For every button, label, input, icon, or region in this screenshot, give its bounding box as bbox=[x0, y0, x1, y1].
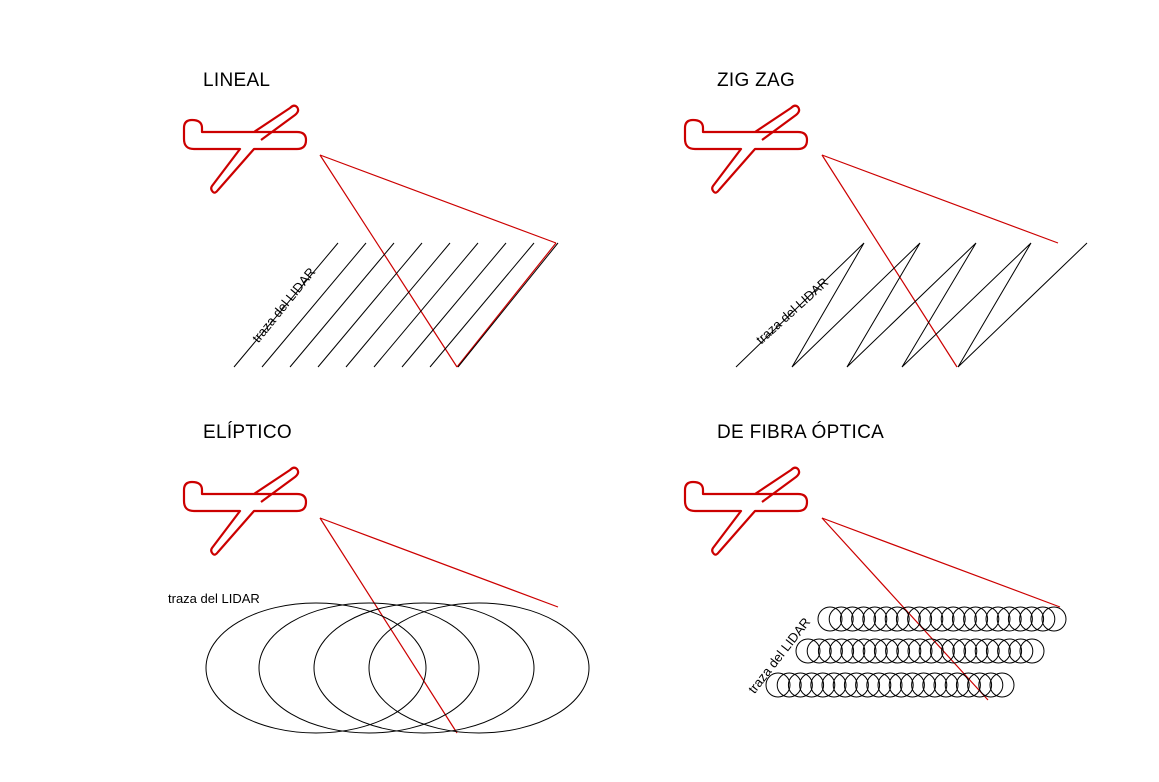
fiber-trace-circle bbox=[922, 672, 948, 698]
aircraft-icon bbox=[182, 466, 308, 556]
fiber-trace-circle bbox=[918, 638, 944, 664]
fiber-trace-circle bbox=[873, 638, 899, 664]
fiber-trace-circle bbox=[907, 638, 933, 664]
lidar-trace-ellipses bbox=[205, 602, 590, 734]
fiber-trace-circle bbox=[817, 638, 843, 664]
fiber-trace-circle bbox=[933, 672, 959, 698]
fiber-trace-circle bbox=[776, 672, 802, 698]
fiber-trace-circle bbox=[877, 672, 903, 698]
fiber-trace-circle bbox=[817, 606, 843, 632]
panel-zigzag bbox=[683, 104, 1088, 368]
fiber-trace-circle bbox=[866, 672, 892, 698]
fiber-trace-circle bbox=[955, 672, 981, 698]
fiber-trace-circle bbox=[996, 606, 1022, 632]
fiber-trace-circle bbox=[1019, 638, 1045, 664]
lidar-beam bbox=[821, 154, 1059, 368]
fiber-trace-circle bbox=[787, 672, 813, 698]
lidar-trace-circles bbox=[765, 606, 1067, 698]
fiber-trace-circle bbox=[799, 672, 825, 698]
fiber-trace-circle bbox=[821, 672, 847, 698]
fiber-trace-circle bbox=[806, 638, 832, 664]
fiber-trace-circle bbox=[911, 672, 937, 698]
fiber-trace-circle bbox=[765, 672, 791, 698]
fiber-trace-circle bbox=[1019, 606, 1045, 632]
lidar-trace-lines bbox=[233, 242, 559, 368]
fiber-trace-circle bbox=[985, 606, 1011, 632]
fiber-trace-circle bbox=[855, 672, 881, 698]
fiber-trace-circle bbox=[832, 672, 858, 698]
fiber-trace-circle bbox=[896, 638, 922, 664]
fiber-trace-circle bbox=[974, 606, 1000, 632]
fiber-trace-circle bbox=[851, 606, 877, 632]
fiber-trace-circle bbox=[839, 606, 865, 632]
fiber-trace-circle bbox=[985, 638, 1011, 664]
fiber-trace-circle bbox=[1041, 606, 1067, 632]
fiber-trace-circle bbox=[929, 606, 955, 632]
fiber-trace-circle bbox=[951, 606, 977, 632]
fiber-trace-circle bbox=[828, 606, 854, 632]
fiber-trace-circle bbox=[840, 638, 866, 664]
lidar-beam bbox=[821, 517, 1061, 701]
fiber-trace-circle bbox=[1008, 638, 1034, 664]
fiber-trace-circle bbox=[918, 606, 944, 632]
panel-title-fibra-optica: DE FIBRA ÓPTICA bbox=[717, 422, 885, 443]
panel-eliptico bbox=[182, 466, 590, 734]
fiber-trace-circle bbox=[974, 638, 1000, 664]
fiber-trace-circle bbox=[952, 638, 978, 664]
fiber-trace-circle bbox=[940, 606, 966, 632]
lidar-beam bbox=[319, 517, 559, 734]
fiber-trace-circle bbox=[1030, 606, 1056, 632]
panel-title-zigzag: ZIG ZAG bbox=[717, 70, 796, 91]
fiber-trace-circle bbox=[997, 638, 1023, 664]
fiber-trace-circle bbox=[795, 638, 821, 664]
fiber-trace-circle bbox=[862, 638, 888, 664]
fiber-trace-circle bbox=[851, 638, 877, 664]
lidar-beam bbox=[319, 154, 557, 368]
trace-label-eliptico: traza del LIDAR bbox=[168, 591, 260, 606]
fiber-trace-circle bbox=[989, 672, 1015, 698]
aircraft-icon bbox=[683, 104, 809, 194]
panel-lineal bbox=[182, 104, 559, 368]
lidar-trace-zigzag bbox=[735, 242, 1088, 368]
fiber-trace-circle bbox=[963, 638, 989, 664]
fiber-trace-circle bbox=[829, 638, 855, 664]
fiber-trace-circle bbox=[967, 672, 993, 698]
fiber-trace-circle bbox=[944, 672, 970, 698]
fiber-trace-circle bbox=[978, 672, 1004, 698]
fiber-trace-circle bbox=[941, 638, 967, 664]
fiber-trace-circle bbox=[899, 672, 925, 698]
fiber-trace-circle bbox=[884, 606, 910, 632]
panel-fibra-optica bbox=[683, 466, 1067, 701]
aircraft-icon bbox=[182, 104, 308, 194]
fiber-trace-circle bbox=[810, 672, 836, 698]
fiber-trace-circle bbox=[843, 672, 869, 698]
fiber-trace-circle bbox=[873, 606, 899, 632]
fiber-trace-circle bbox=[929, 638, 955, 664]
panel-title-eliptico: ELÍPTICO bbox=[203, 422, 292, 443]
aircraft-icon bbox=[683, 466, 809, 556]
fiber-trace-circle bbox=[895, 606, 921, 632]
fiber-trace-circle bbox=[1007, 606, 1033, 632]
fiber-trace-circle bbox=[888, 672, 914, 698]
panel-title-lineal: LINEAL bbox=[203, 70, 271, 91]
fiber-trace-circle bbox=[907, 606, 933, 632]
fiber-trace-circle bbox=[862, 606, 888, 632]
fiber-trace-circle bbox=[963, 606, 989, 632]
fiber-trace-circle bbox=[885, 638, 911, 664]
